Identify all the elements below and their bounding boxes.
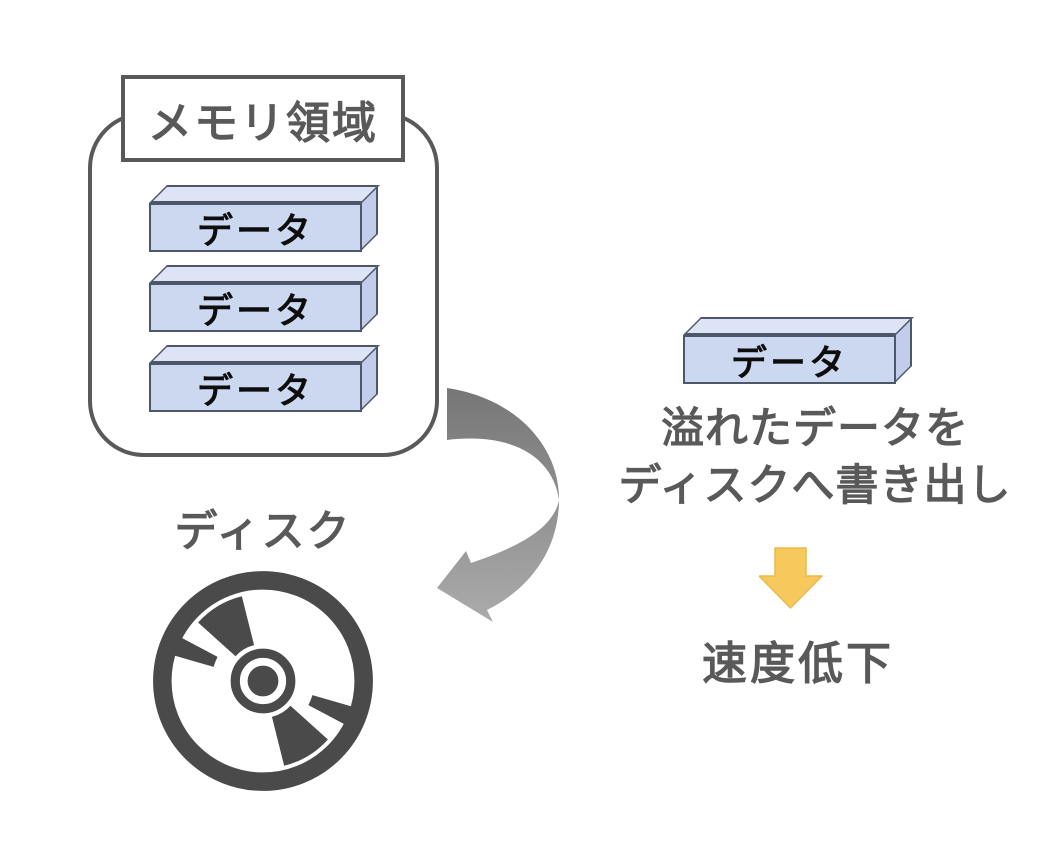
- data-block-label: データ: [149, 283, 362, 332]
- disk-label: ディスク: [174, 508, 352, 556]
- overflow-caption-line2: ディスクへ書き出し: [618, 462, 1012, 510]
- data-block-label: データ: [149, 203, 362, 252]
- memory-area-title: メモリ領域: [148, 98, 378, 148]
- data-block-top-face: [149, 185, 380, 203]
- data-block-top-face: [149, 265, 380, 283]
- overflow-caption: 溢れたデータを ディスクへ書き出し: [565, 401, 1052, 515]
- overflow-caption-line1: 溢れたデータを: [661, 405, 969, 453]
- curved-overflow-arrow-icon: [437, 388, 560, 622]
- data-block-label: データ: [683, 335, 896, 384]
- memory-area-label: メモリ領域: [121, 75, 405, 162]
- memory-data-block-3: データ: [149, 345, 380, 412]
- data-block-top-face: [149, 345, 380, 363]
- memory-data-block-2: データ: [149, 265, 380, 332]
- memory-data-block-1: データ: [149, 185, 380, 252]
- data-block-top-face: [683, 317, 914, 335]
- overflow-data-block: データ: [683, 317, 914, 384]
- down-arrow-icon: [759, 547, 823, 609]
- data-block-label: データ: [149, 363, 362, 412]
- speed-drop-label: 速度低下: [701, 638, 894, 689]
- disk-icon: [153, 571, 373, 791]
